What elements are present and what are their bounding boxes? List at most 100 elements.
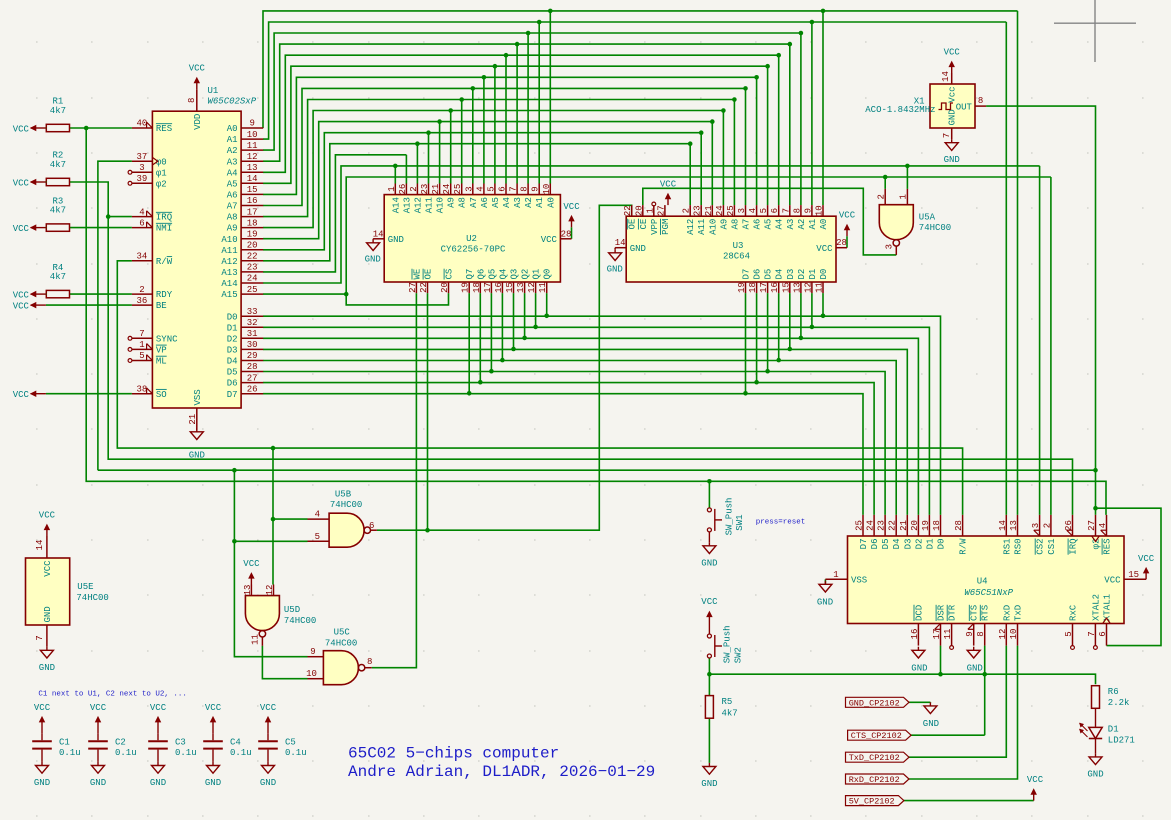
svg-text:11: 11 [247, 141, 258, 151]
svg-text:WE: WE [412, 269, 422, 280]
svg-text:TxD_CP2102: TxD_CP2102 [849, 753, 900, 763]
svg-text:22: 22 [419, 282, 429, 293]
svg-text:OE: OE [424, 269, 434, 280]
svg-text:GND: GND [90, 778, 106, 788]
svg-text:A8: A8 [227, 213, 238, 223]
svg-text:0.1u: 0.1u [285, 748, 307, 758]
svg-text:23: 23 [247, 263, 258, 273]
svg-text:D3: D3 [903, 539, 913, 550]
svg-text:2: 2 [1042, 523, 1052, 528]
svg-text:32: 32 [247, 318, 258, 328]
svg-text:4: 4 [1098, 523, 1108, 528]
svg-text:VCC: VCC [1104, 575, 1121, 585]
svg-text:VCC: VCC [13, 290, 30, 300]
svg-text:A14: A14 [391, 197, 401, 213]
svg-text:17: 17 [483, 282, 493, 293]
svg-text:ML: ML [156, 357, 167, 367]
svg-text:VCC: VCC [34, 703, 51, 713]
svg-text:2: 2 [682, 208, 692, 213]
svg-text:2: 2 [877, 194, 887, 199]
svg-text:14: 14 [247, 174, 258, 184]
svg-text:A2: A2 [227, 146, 238, 156]
svg-text:GND: GND [607, 265, 623, 275]
svg-text:VCC: VCC [39, 511, 56, 521]
svg-text:SW_Push: SW_Push [724, 498, 734, 536]
svg-text:RES: RES [156, 124, 172, 134]
svg-text:5: 5 [315, 532, 320, 542]
svg-text:VCC: VCC [13, 390, 30, 400]
svg-text:SW_Push: SW_Push [723, 625, 733, 663]
svg-text:14: 14 [35, 540, 45, 551]
svg-text:SW2: SW2 [734, 647, 744, 663]
svg-text:Q7: Q7 [465, 269, 475, 280]
svg-text:D1: D1 [808, 269, 818, 280]
svg-text:8: 8 [367, 657, 372, 667]
svg-text:VSS: VSS [193, 389, 203, 405]
svg-text:2: 2 [409, 186, 419, 191]
svg-text:2.2k: 2.2k [1108, 698, 1130, 708]
svg-text:RS0: RS0 [1014, 539, 1024, 555]
svg-text:GND: GND [967, 663, 983, 673]
svg-text:4: 4 [139, 207, 144, 217]
svg-text:D0: D0 [937, 539, 947, 550]
svg-text:A12: A12 [686, 219, 696, 235]
svg-text:VCC: VCC [944, 48, 961, 58]
svg-text:29: 29 [247, 351, 258, 361]
svg-text:D6: D6 [870, 539, 880, 550]
svg-text:GND: GND [701, 558, 717, 568]
svg-text:φ0: φ0 [156, 157, 167, 167]
svg-text:14: 14 [373, 229, 384, 239]
svg-text:Q5: Q5 [487, 269, 497, 280]
svg-text:VCC: VCC [13, 301, 30, 311]
svg-text:20: 20 [910, 520, 920, 531]
svg-text:1: 1 [645, 208, 655, 213]
svg-text:A5: A5 [491, 197, 501, 208]
svg-text:A0: A0 [546, 197, 556, 208]
svg-text:22: 22 [623, 205, 633, 216]
svg-text:CTS: CTS [970, 605, 980, 621]
svg-text:R3: R3 [52, 196, 63, 206]
svg-text:30: 30 [247, 340, 258, 350]
svg-text:74HC00: 74HC00 [919, 223, 951, 233]
svg-text:9: 9 [249, 119, 254, 129]
svg-text:R4: R4 [52, 263, 63, 273]
svg-text:24: 24 [866, 520, 876, 531]
svg-text:13: 13 [247, 163, 258, 173]
svg-text:13: 13 [243, 585, 253, 596]
svg-text:24: 24 [715, 205, 725, 216]
svg-text:VCC: VCC [243, 559, 260, 569]
svg-text:D0: D0 [819, 269, 829, 280]
svg-text:Q3: Q3 [510, 269, 520, 280]
svg-text:R2: R2 [52, 151, 63, 161]
svg-text:SW1: SW1 [735, 514, 745, 530]
svg-text:25: 25 [453, 184, 463, 195]
svg-text:10: 10 [306, 669, 317, 679]
svg-text:A6: A6 [480, 197, 490, 208]
svg-text:5: 5 [759, 208, 769, 213]
svg-text:VCC: VCC [701, 597, 718, 607]
svg-text:12: 12 [527, 282, 537, 293]
svg-text:24: 24 [247, 274, 258, 284]
svg-text:U1: U1 [208, 86, 219, 96]
svg-text:4: 4 [315, 510, 320, 520]
svg-text:U5D: U5D [284, 605, 300, 615]
svg-text:22: 22 [888, 520, 898, 531]
svg-text:A10: A10 [436, 197, 446, 213]
svg-text:20: 20 [634, 205, 644, 216]
svg-text:A7: A7 [742, 219, 752, 230]
svg-text:X1: X1 [914, 96, 925, 106]
svg-text:Vcc: Vcc [948, 87, 958, 103]
svg-text:23: 23 [420, 184, 430, 195]
svg-text:14: 14 [998, 520, 1008, 531]
svg-text:A2: A2 [524, 197, 534, 208]
svg-text:LD271: LD271 [1108, 735, 1135, 745]
svg-text:40: 40 [136, 119, 147, 129]
svg-text:22: 22 [247, 252, 258, 262]
svg-text:D2: D2 [914, 539, 924, 550]
svg-text:9: 9 [310, 647, 315, 657]
svg-text:0.1u: 0.1u [175, 748, 197, 758]
svg-text:NMI: NMI [156, 224, 172, 234]
svg-text:OUT: OUT [956, 102, 973, 112]
svg-text:0.1u: 0.1u [230, 748, 252, 758]
svg-text:U5E: U5E [77, 582, 93, 592]
